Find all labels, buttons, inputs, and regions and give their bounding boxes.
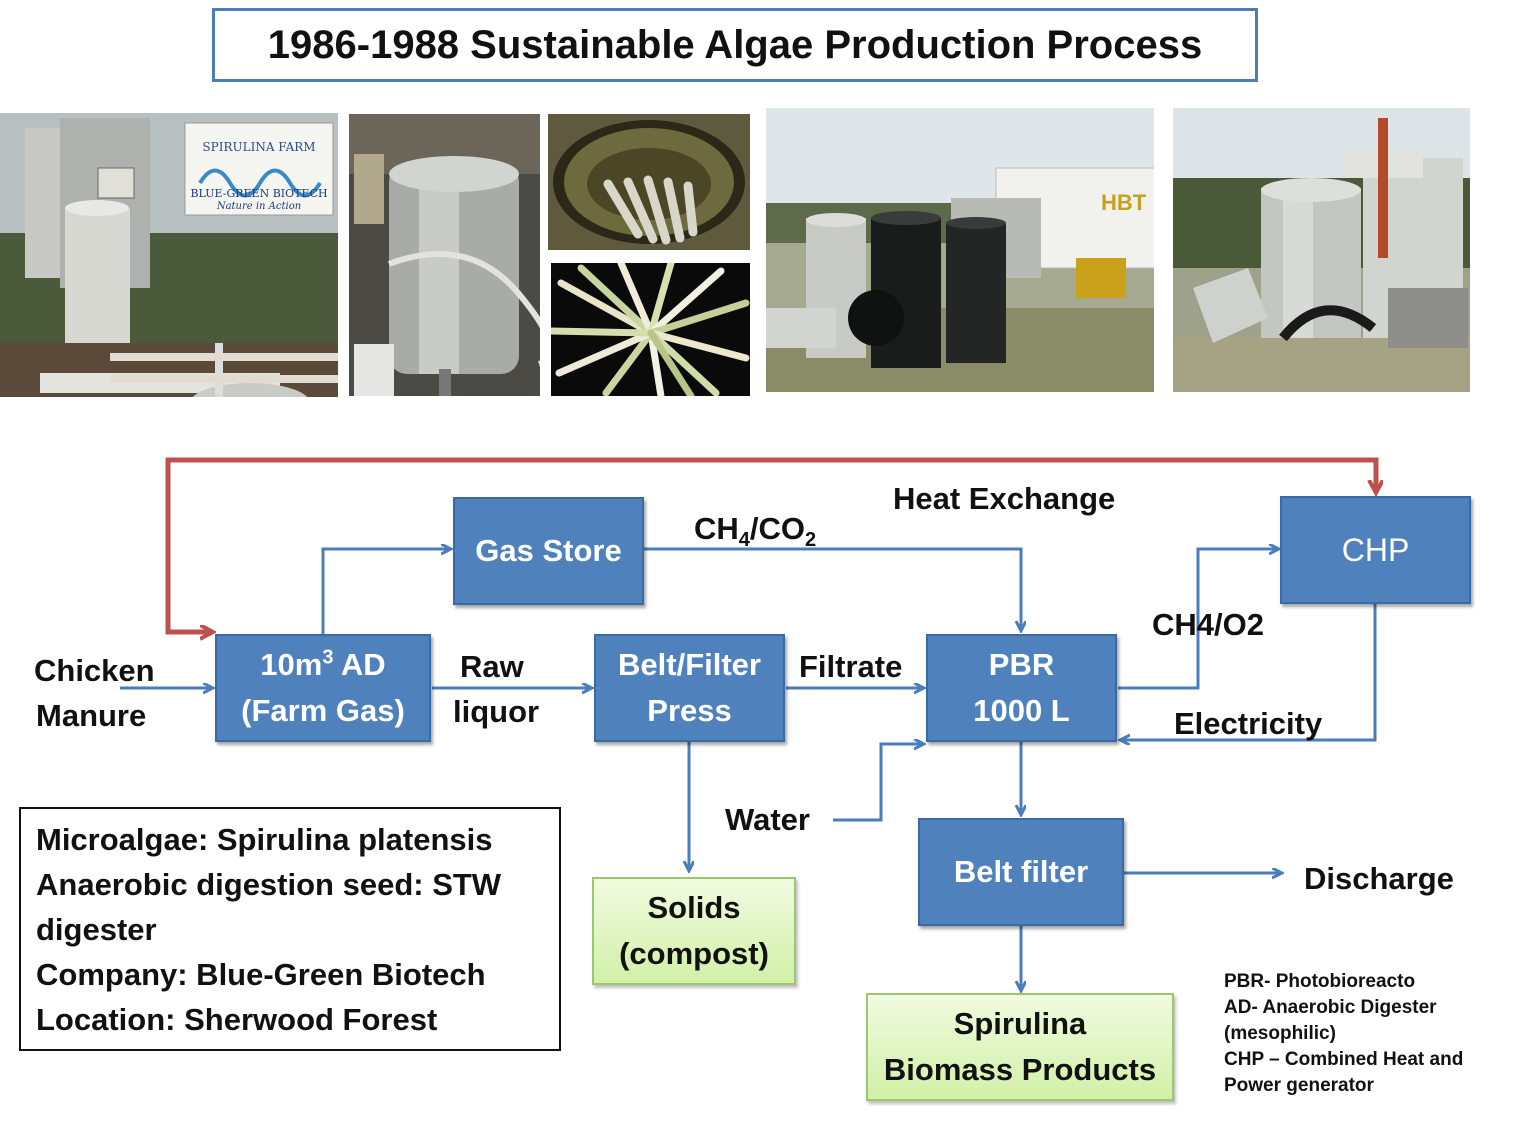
photo-tube-bundle [551, 263, 750, 396]
label-liquor: liquor [453, 694, 540, 729]
ad-line-1: 10m3 AD [260, 642, 385, 688]
photo-steel-reactor [349, 114, 540, 396]
abbreviation-legend: PBR- Photobioreacto AD- Anaerobic Digest… [1224, 969, 1463, 1099]
arrow-pbr-to-chp [1118, 549, 1278, 690]
arrow-ad-to-gas-store [321, 549, 450, 635]
label-water: Water [725, 802, 810, 837]
ad-abbrev: AD [333, 647, 386, 682]
label-ch4-o2: CH4/O2 [1152, 607, 1264, 642]
ch4co2-part-b: /CO [749, 511, 806, 546]
spirulina-line-2: Biomass Products [883, 1052, 1157, 1087]
page-title: 1986-1988 Sustainable Algae Production P… [212, 8, 1258, 82]
gas-store-label: Gas Store [475, 533, 622, 568]
trailer-text: HBT [1101, 190, 1147, 215]
label-manure: Manure [36, 698, 147, 733]
label-chicken: Chicken [34, 653, 155, 688]
node-chp: CHP [1280, 496, 1471, 604]
chp-label: CHP [1341, 532, 1410, 568]
ad-volume-exponent: 3 [322, 646, 334, 669]
solids-line-2: (compost) [619, 936, 769, 971]
label-filtrate: Filtrate [799, 649, 903, 684]
legend-ad: AD- Anaerobic Digester [1224, 997, 1437, 1018]
arrow-gas-store-to-pbr [644, 547, 1021, 630]
legend-pbr: PBR- Photobioreacto [1224, 971, 1416, 992]
node-anaerobic-digester: 10m3 AD (Farm Gas) [215, 634, 431, 742]
legend-ad-cont: (mesophilic) [1224, 1023, 1336, 1044]
node-gas-store: Gas Store [453, 497, 644, 605]
label-raw: Raw [460, 649, 524, 684]
solids-line-1: Solids [647, 890, 741, 925]
spirulina-line-1: Spirulina [953, 1006, 1087, 1041]
node-belt-filter: Belt filter [918, 818, 1124, 926]
node-pbr: PBR 1000 L [926, 634, 1117, 742]
press-line-2: Press [647, 693, 732, 728]
label-ch4-co2: CH4/CO2 [694, 506, 816, 551]
info-seed: Anaerobic digestion seed: STW [36, 867, 502, 902]
label-discharge: Discharge [1304, 861, 1454, 896]
label-heat-exchange: Heat Exchange [893, 481, 1116, 516]
photo-site-with-trailer: HBT [766, 108, 1154, 392]
belt-filter-label: Belt filter [953, 854, 1089, 889]
info-company: Company: Blue-Green Biotech [36, 957, 486, 992]
info-microalgae: Microalgae: Spirulina platensis [36, 822, 493, 857]
info-seed-cont: digester [36, 912, 157, 947]
node-solids-compost: Solids (compost) [592, 877, 796, 985]
arrow-chp-electricity-to-pbr [1121, 604, 1377, 740]
ch4co2-sub-1: 4 [738, 529, 750, 552]
pbr-line-1: PBR [988, 647, 1055, 682]
arrow-water-to-pbr [833, 744, 923, 822]
info-location: Location: Sherwood Forest [36, 1002, 438, 1037]
ch4co2-sub-2: 2 [805, 529, 817, 552]
sign-text-1: SPIRULINA FARM [202, 140, 315, 154]
info-box: Microalgae: Spirulina platensis Anaerobi… [19, 807, 561, 1051]
ad-volume-value: 10m [260, 647, 323, 682]
sign-text-2: BLUE-GREEN BIOTECH [190, 187, 327, 200]
node-spirulina-products: Spirulina Biomass Products [866, 993, 1174, 1101]
legend-chp-cont: Power generator [1224, 1075, 1374, 1096]
label-electricity: Electricity [1174, 706, 1323, 741]
photo-tank-and-pipes [1173, 108, 1470, 392]
ad-line-2: (Farm Gas) [241, 693, 405, 728]
photo-spirulina-farm: SPIRULINA FARM BLUE-GREEN BIOTECH Nature… [0, 113, 338, 397]
legend-chp: CHP – Combined Heat and [1224, 1049, 1464, 1070]
sign-text-3: Nature in Action [216, 201, 301, 212]
ch4co2-part-a: CH [694, 511, 739, 546]
press-line-1: Belt/Filter [618, 647, 761, 682]
pbr-line-2: 1000 L [973, 693, 1070, 728]
node-belt-filter-press: Belt/Filter Press [594, 634, 785, 742]
photo-reactor-interior [548, 114, 750, 250]
